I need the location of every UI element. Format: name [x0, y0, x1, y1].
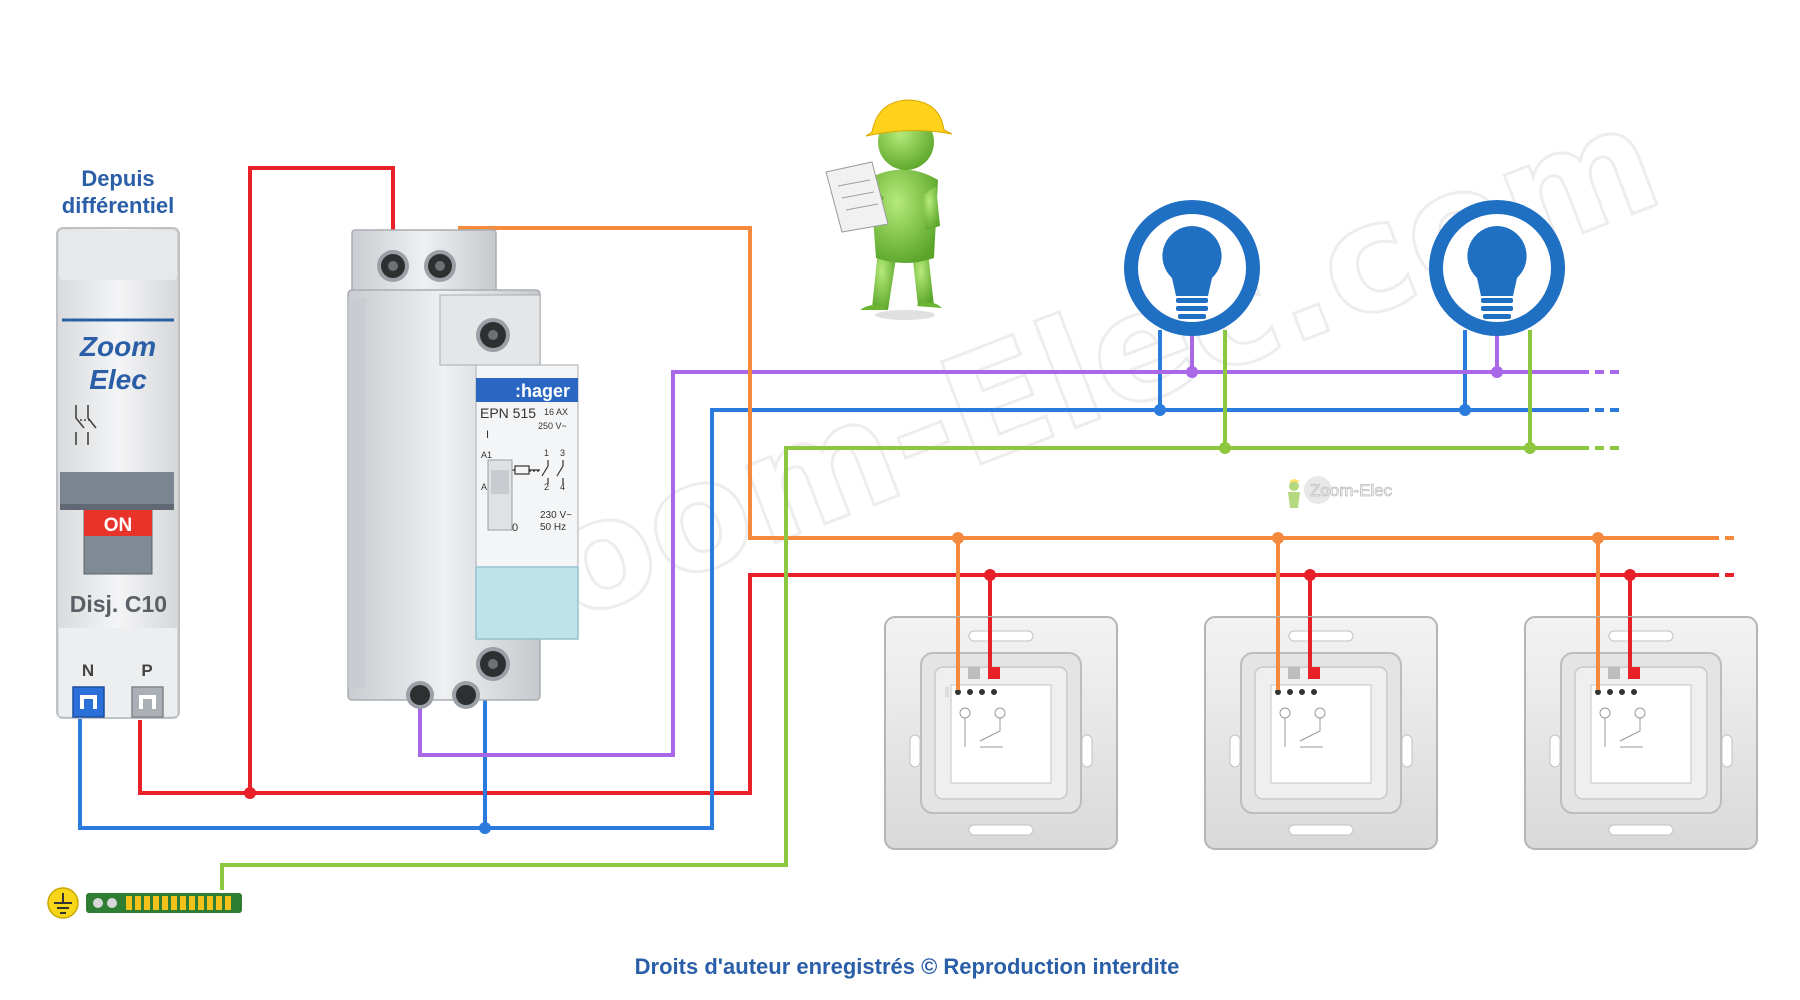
- worker-figure-icon: [825, 99, 953, 320]
- mini-worker-icon: [1288, 479, 1300, 508]
- relay-transparent-cover: [475, 566, 579, 640]
- relay-left-rail: [348, 298, 366, 688]
- relay-model: EPN 515: [480, 405, 536, 421]
- watermark: Zoom-Elec.com: [419, 70, 1682, 695]
- breaker-brand-2: Elec: [89, 364, 147, 395]
- relay-frequency: 50 Hz: [540, 522, 566, 533]
- breaker-state-badge: [84, 510, 152, 536]
- relay-coil-a2: A2: [481, 482, 492, 492]
- relay-screw-bottom-3: [452, 681, 480, 709]
- copyright-footer: Droits d'auteur enregistrés © Reproducti…: [635, 954, 1180, 979]
- relay-screw-top-2: [424, 250, 456, 282]
- circuit-breaker: Depuis différentiel Zoom Elec ON Disj. C…: [56, 166, 180, 719]
- breaker-lever-slot: [60, 504, 174, 510]
- relay-brand-strip: [476, 378, 578, 402]
- terminal-n-label: N: [82, 661, 94, 680]
- lightbulb-icon: [1467, 226, 1527, 319]
- lightbulb-icon: [1162, 226, 1222, 319]
- terminal-p-label: P: [141, 661, 152, 680]
- wire-phase-relay-feed: [248, 166, 395, 793]
- lamp-1: [1124, 200, 1260, 336]
- terminal-p: [131, 686, 164, 718]
- lamp-2: [1429, 200, 1565, 336]
- small-logo: Zoom-Elec: [1288, 476, 1393, 508]
- wire-continuations: [1580, 370, 1740, 577]
- push-button-2[interactable]: [1204, 616, 1438, 850]
- small-logo-text: Zoom-Elec: [1310, 481, 1393, 500]
- relay-screw-top-3: [476, 318, 510, 352]
- relay-brand: :hager: [515, 381, 570, 401]
- breaker-header-2: différentiel: [62, 193, 174, 218]
- earth-bar: [47, 887, 242, 919]
- relay-supply: 230 V~: [540, 510, 572, 521]
- relay-schematic-icon: [494, 460, 564, 484]
- wire-ground-main: [220, 446, 1580, 890]
- relay-screw-bottom-2: [406, 681, 434, 709]
- wire-lamp-return: [418, 370, 1580, 757]
- breaker-symbol-icon: [75, 405, 97, 445]
- relay-voltage: 250 V~: [538, 421, 567, 431]
- push-button-3[interactable]: [1524, 616, 1758, 850]
- relay-top-block: [351, 229, 497, 296]
- terminal-n: [72, 686, 105, 718]
- breaker-model-prefix: Disj.: [70, 591, 119, 617]
- relay-rating: 16 AX: [544, 407, 568, 417]
- relay-position-on: I: [486, 429, 489, 441]
- breaker-model: C10: [125, 591, 167, 617]
- relay-contact-2: 2: [544, 482, 549, 492]
- breaker-header: Depuis: [81, 166, 154, 191]
- wire-phase-main: [138, 573, 1710, 795]
- switch-wire-ends: [956, 617, 1632, 690]
- wire-neutral-main: [78, 408, 1580, 830]
- breaker-brand-1: Zoom: [79, 331, 156, 362]
- relay-position-off: 0: [512, 522, 518, 534]
- hard-hat-icon: [865, 99, 953, 137]
- relay-contact-3: 3: [560, 448, 565, 458]
- breaker-top-band: [59, 230, 177, 280]
- breaker-lever-housing: [60, 472, 174, 504]
- junction-dots: [244, 366, 1636, 834]
- relay-screw-top-1: [377, 250, 409, 282]
- push-button-1[interactable]: [884, 616, 1118, 850]
- breaker-state-label: ON: [104, 515, 133, 536]
- watermark-large: Zoom-Elec.com: [421, 71, 1681, 693]
- impulse-relay: :hager EPN 515 16 AX 250 V~ I A1 A2 1 3 …: [347, 229, 579, 709]
- blueprint-icon: [825, 161, 889, 233]
- relay-coil-a1: A1: [481, 450, 492, 460]
- relay-contact-4: 4: [560, 482, 565, 492]
- relay-screw-bottom-1: [476, 647, 510, 681]
- relay-lever-nub: [491, 470, 509, 494]
- relay-contact-1: 1: [544, 448, 549, 458]
